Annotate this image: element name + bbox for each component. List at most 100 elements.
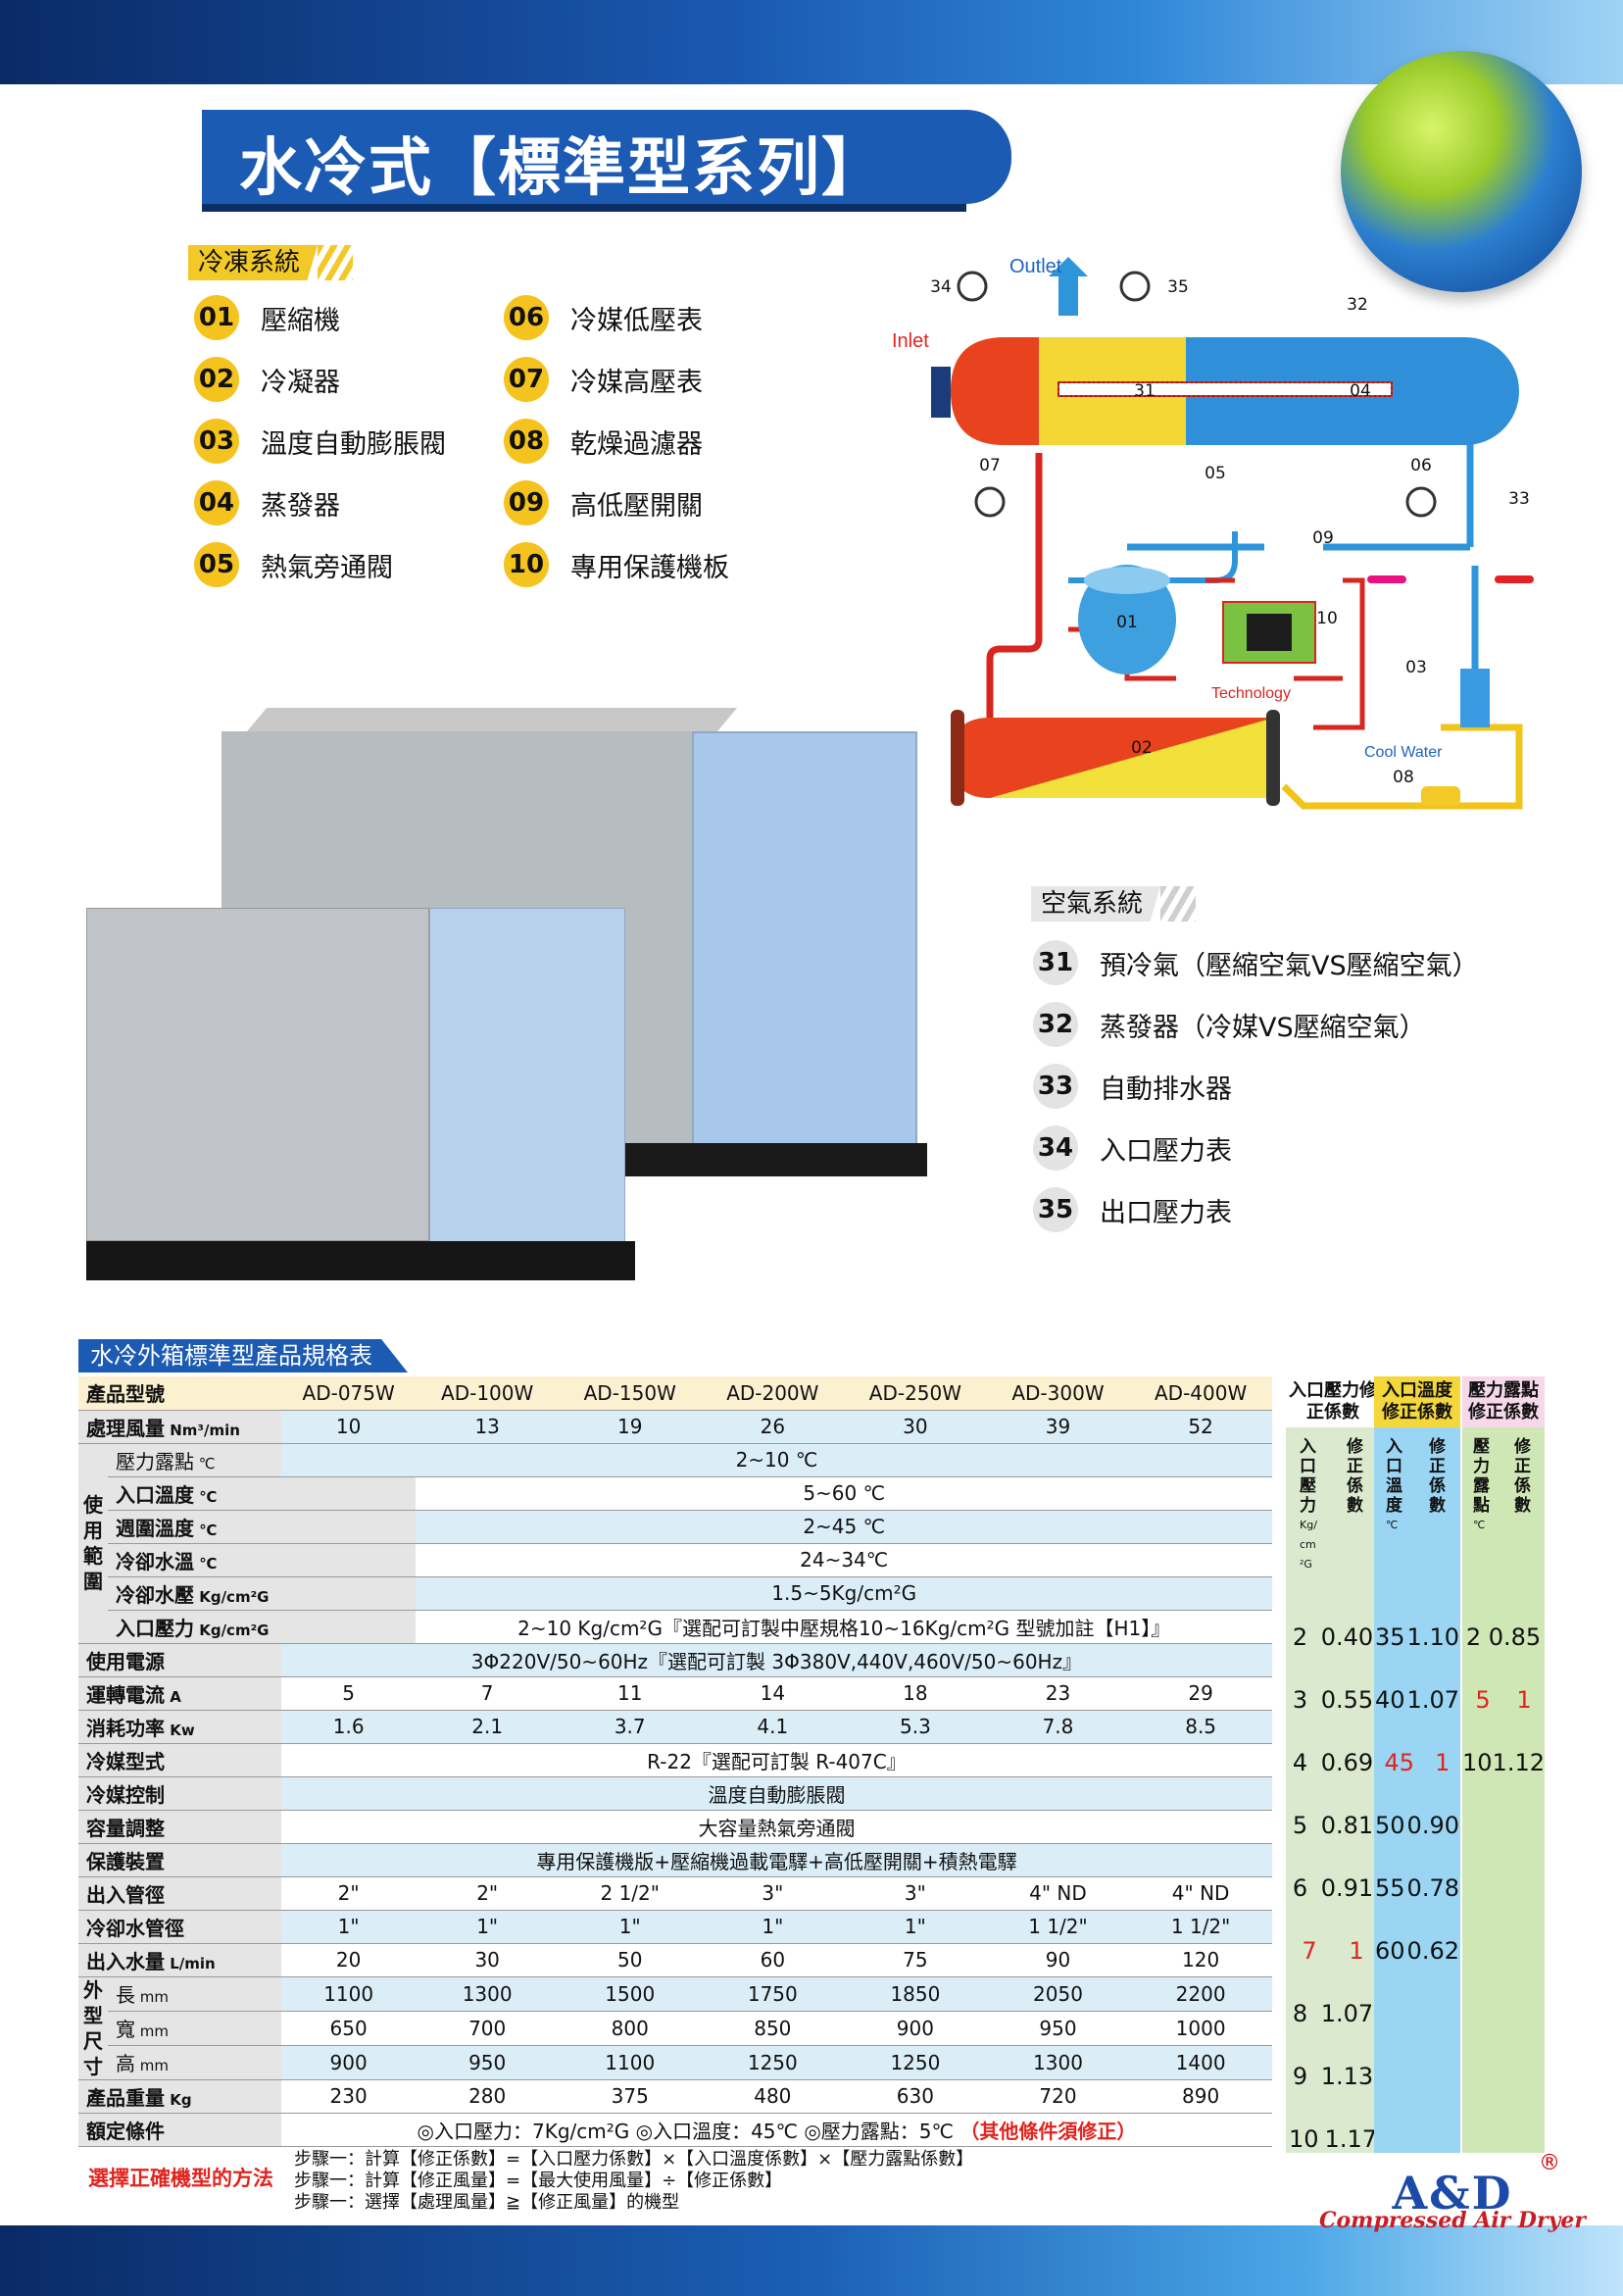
row-label: 長 mm <box>108 1976 281 2012</box>
table-cell: 1" <box>844 1910 987 1944</box>
part-item: 03 溫度自動膨脹閥 <box>194 419 446 464</box>
part-number-badge: 32 <box>1033 1002 1078 1047</box>
row-label-text: 冷卻水壓 <box>116 1582 194 1607</box>
table-cell: 1" <box>280 1910 417 1944</box>
part-number-badge: 33 <box>1033 1064 1078 1109</box>
table-cell: 26 <box>701 1410 845 1444</box>
correction-value: 1 <box>1349 1937 1364 1965</box>
diagram-outlet-label: Outlet <box>1009 257 1062 277</box>
table-cell: 120 <box>1129 1943 1272 1977</box>
table-cell: 1750 <box>701 1976 845 2012</box>
diagram-label-02: 02 <box>1131 738 1153 758</box>
correction-key: 40 <box>1375 1686 1405 1714</box>
table-cell: 1 1/2" <box>1129 1910 1272 1944</box>
top-banner <box>0 0 1623 84</box>
table-cell: 700 <box>416 2011 559 2046</box>
table-cell: 23 <box>986 1676 1130 1711</box>
table-cell: 950 <box>986 2011 1130 2046</box>
correction-value: 0.90 <box>1406 1812 1459 1839</box>
row-label: 產品重量 Kg <box>78 2079 281 2114</box>
correction-key: 60 <box>1375 1937 1405 1965</box>
table-cell: 280 <box>416 2079 559 2114</box>
part-name: 壓縮機 <box>261 305 340 336</box>
part-number-badge: 10 <box>504 542 549 587</box>
correction-value: 0.40 <box>1320 1623 1374 1651</box>
correction-sub1: 入口溫度℃ <box>1386 1437 1405 1535</box>
table-cell: 13 <box>416 1410 559 1444</box>
row-label: 週圍溫度 ℃ <box>108 1510 417 1544</box>
row-unit: ℃ <box>194 1487 218 1506</box>
correction-value: 1.12 <box>1492 1749 1545 1776</box>
table-cell: 4" ND <box>986 1876 1130 1911</box>
table-cell: 溫度自動膨脹閥 <box>280 1776 1272 1811</box>
table-cell: 2~10 Kg/cm²G『選配可訂製中壓規格10~16Kg/cm²G 型號加註【… <box>416 1610 1272 1644</box>
pressure-correction-header: 入口壓力修正係數 <box>1286 1376 1380 1427</box>
part-number-badge: 03 <box>194 419 239 464</box>
part-name: 乾燥過濾器 <box>570 428 703 460</box>
method-step: 步驟一：計算【修正風量】=【最大使用風量】÷【修正係數】 <box>294 2171 783 2191</box>
part-number-badge: 09 <box>504 480 549 525</box>
row-label: 運轉電流 A <box>78 1676 281 1711</box>
row-label: 保護裝置 <box>78 1843 281 1877</box>
correction-key: 4 <box>1292 1749 1308 1776</box>
correction-key: 8 <box>1292 2000 1308 2027</box>
row-label-text: 長 <box>116 1983 135 2007</box>
table-cell: 950 <box>416 2045 559 2080</box>
table-cell: 480 <box>701 2079 845 2114</box>
table-cell: 650 <box>280 2011 417 2046</box>
row-label-text: 保護裝置 <box>86 1849 165 1873</box>
correction-sub1-unit: ℃ <box>1473 1519 1486 1531</box>
correction-value: 1.17 <box>1324 2125 1377 2153</box>
row-label-text: 冷卻水管徑 <box>86 1916 184 1940</box>
part-number-badge: 06 <box>504 295 549 340</box>
diagram-label-08: 08 <box>1393 768 1414 787</box>
table-cell: 2~45 ℃ <box>416 1510 1272 1544</box>
row-label-text: 冷媒型式 <box>86 1749 165 1773</box>
table-caption: 水冷外箱標準型產品規格表 <box>78 1339 408 1373</box>
row-label-text: 運轉電流 <box>86 1682 165 1707</box>
correction-value: 1.10 <box>1406 1623 1459 1651</box>
rated-conditions: ◎入口壓力：7Kg/cm²G ◎入口溫度：45℃ ◎壓力露點：5℃ （其他條件須… <box>280 2113 1272 2147</box>
correction-sub2: 修正係數 <box>1347 1437 1363 1516</box>
table-cell: 1000 <box>1129 2011 1272 2046</box>
part-name: 溫度自動膨脹閥 <box>261 428 446 460</box>
diagram-label-32: 32 <box>1347 295 1368 315</box>
table-cell: 2200 <box>1129 1976 1272 2012</box>
table-cell: 20 <box>280 1943 417 1977</box>
product-photo-small-unit <box>86 874 635 1306</box>
table-cell: 大容量熱氣旁通閥 <box>280 1810 1272 1844</box>
table-cell: 專用保護機版+壓縮機過載電驛+高低壓開關+積熱電驛 <box>280 1843 1272 1877</box>
correction-value: 0.69 <box>1320 1749 1374 1776</box>
row-label: 出入水量 L/min <box>78 1943 281 1977</box>
table-cell: 1100 <box>558 2045 702 2080</box>
part-number-badge: 07 <box>504 357 549 402</box>
correction-key: 50 <box>1375 1812 1405 1839</box>
table-cell: 60 <box>701 1943 845 1977</box>
correction-value: 0.55 <box>1320 1686 1374 1714</box>
gauge-06-icon <box>1405 486 1437 518</box>
air-label-text: 空氣系統 <box>1031 886 1161 922</box>
row-label-text: 高 <box>116 2052 135 2075</box>
diagram-inlet-label: Inlet <box>892 330 929 352</box>
part-name: 自動排水器 <box>1100 1073 1232 1105</box>
table-cell: 800 <box>558 2011 702 2046</box>
row-unit: Kg/cm²G <box>194 1621 270 1639</box>
